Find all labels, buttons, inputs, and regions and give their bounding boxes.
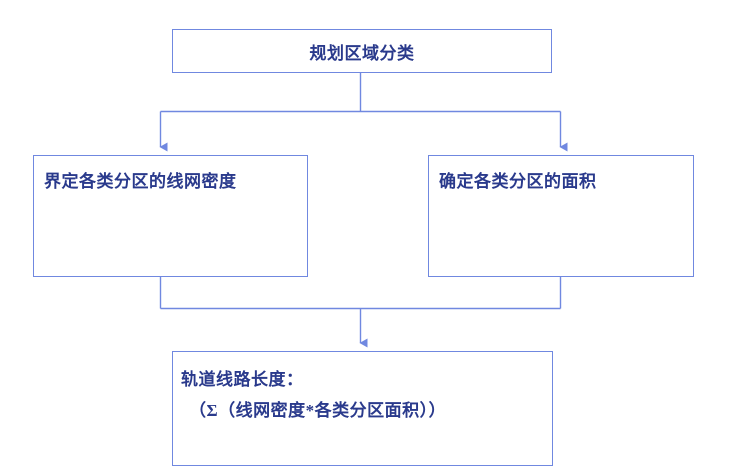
node-left-label: 界定各类分区的线网密度 (44, 172, 237, 191)
node-determine-zone-area: 确定各类分区的面积 (428, 155, 694, 277)
result-heading: 轨道线路长度： (181, 370, 304, 389)
node-title-label: 规划区域分类 (309, 43, 415, 63)
node-right-label: 确定各类分区的面积 (439, 172, 597, 191)
node-planning-area-classification: 规划区域分类 (172, 29, 552, 73)
node-define-network-density: 界定各类分区的线网密度 (33, 155, 308, 277)
node-rail-line-length-formula: 轨道线路长度： （Σ（线网密度*各类分区面积）） (172, 351, 553, 466)
result-formula: （Σ（线网密度*各类分区面积）） (189, 401, 447, 421)
